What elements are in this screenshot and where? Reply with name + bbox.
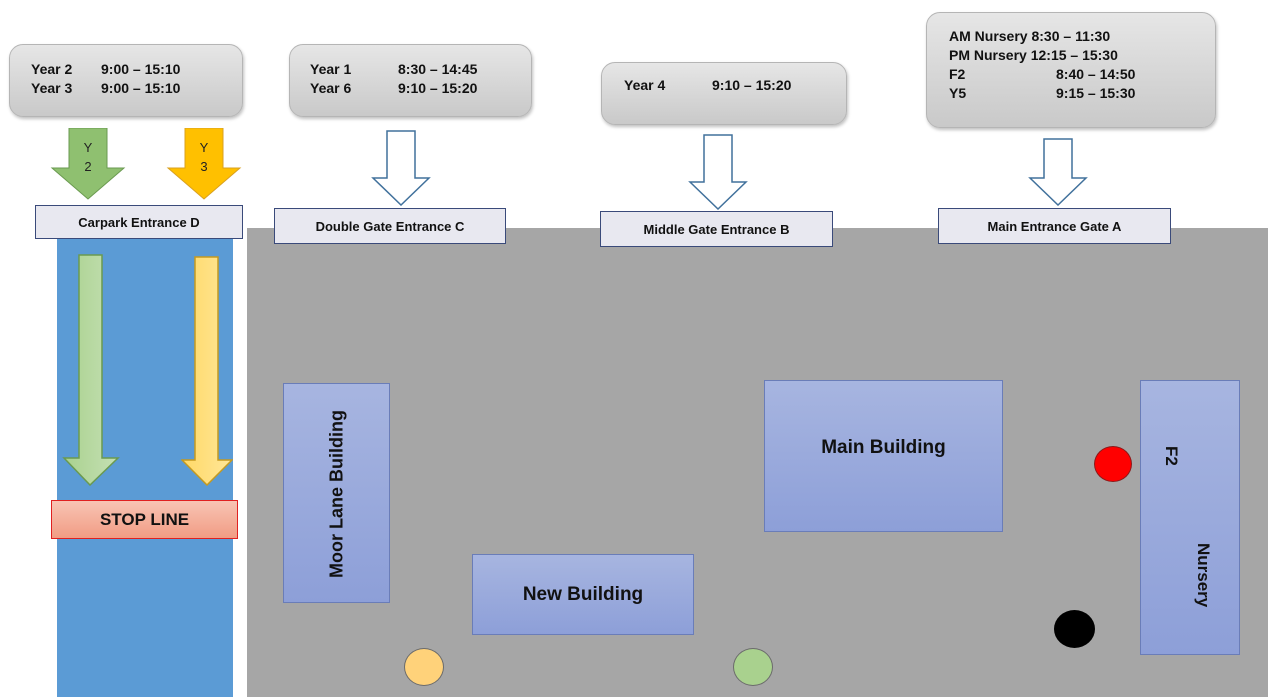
entrance-a-label: Main Entrance Gate A (938, 208, 1171, 244)
entrance-c-label: Double Gate Entrance C (274, 208, 506, 244)
nursery-building: F2 Nursery (1140, 380, 1240, 655)
class-time: 8:30 – 14:45 (398, 60, 478, 77)
entrance-b-label: Middle Gate Entrance B (600, 211, 833, 247)
class-name: Year 6 (310, 79, 352, 96)
timetable-entrance-a: AM Nursery 8:30 – 11:30 PM Nursery 12:15… (926, 12, 1216, 128)
class-name: F2 (949, 65, 966, 82)
moor-lane-building: Moor Lane Building (283, 383, 390, 603)
red-marker (1094, 446, 1132, 482)
nursery-label: Nursery (1194, 543, 1213, 608)
class-name: Year 1 (310, 60, 352, 77)
class-name: PM Nursery (949, 46, 1027, 63)
lane-arrow-green-icon (62, 254, 120, 486)
stop-line: STOP LINE (51, 500, 238, 539)
class-time: 9:00 – 15:10 (101, 60, 181, 77)
class-time: 9:10 – 15:20 (398, 79, 478, 96)
timetable-entrance-d: Year 2 9:00 – 15:10 Year 3 9:00 – 15:10 (9, 44, 243, 117)
lane-arrow-yellow-icon (181, 256, 233, 486)
class-name: Year 3 (31, 79, 73, 96)
timetable-entrance-c: Year 1 8:30 – 14:45 Year 6 9:10 – 15:20 (289, 44, 532, 117)
class-time: 8:40 – 14:50 (1056, 65, 1136, 82)
class-name: AM Nursery (949, 27, 1028, 44)
entrance-d-label: Carpark Entrance D (35, 205, 243, 239)
arrow-down-icon (688, 134, 748, 210)
class-time: 12:15 – 15:30 (1030, 46, 1118, 63)
class-time: 9:15 – 15:30 (1056, 84, 1136, 101)
class-name: Year 4 (624, 76, 666, 93)
timetable-entrance-b: Year 4 9:10 – 15:20 (601, 62, 847, 125)
arrow-down-icon (1028, 138, 1088, 206)
arrow-down-icon (50, 128, 126, 200)
class-time: 9:10 – 15:20 (712, 76, 792, 93)
main-building: Main Building (764, 380, 1003, 532)
new-building: New Building (472, 554, 694, 635)
arrow-down-icon (166, 128, 242, 200)
arrow-down-icon (371, 130, 431, 206)
green-marker (733, 648, 773, 686)
black-marker (1054, 610, 1095, 648)
class-name: Year 2 (31, 60, 73, 77)
yellow-marker (404, 648, 444, 686)
class-time: 9:00 – 15:10 (101, 79, 181, 96)
class-time: 8:30 – 11:30 (1031, 27, 1111, 44)
class-name: Y5 (949, 84, 967, 101)
